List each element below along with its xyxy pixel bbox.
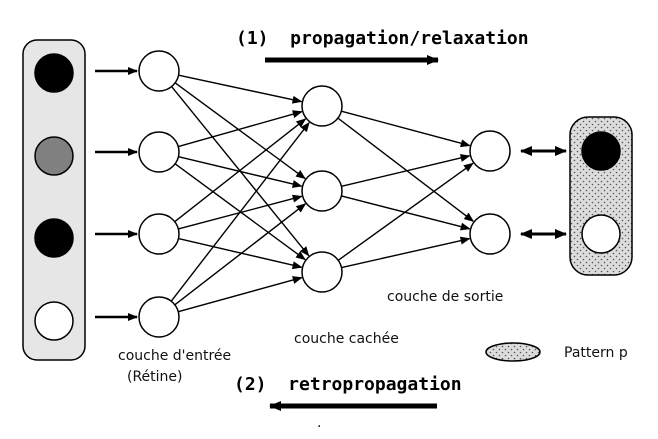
input-neuron-1: [138, 50, 180, 92]
input-hidden-connection-1-2: [174, 82, 306, 180]
hidden-output-connection-3-1: [337, 162, 474, 261]
input-hidden-connection-4-1: [170, 121, 310, 302]
output-neuron-1: [469, 130, 511, 172]
hidden-neuron-3: [301, 251, 343, 293]
input-hidden-connection-2-1: [178, 110, 303, 148]
input-hidden-connection-4-2: [174, 203, 307, 306]
network-connections: [170, 74, 475, 313]
hidden-neuron-1: [301, 85, 343, 127]
input-hidden-connection-3-1: [174, 118, 307, 223]
retina-cell-4: [34, 301, 74, 341]
input-neuron-2: [138, 131, 180, 173]
retina-cell-3: [34, 218, 74, 258]
hidden-layer-label: couche cachée: [294, 331, 399, 347]
forward-phase-label: (1) propagation/relaxation: [236, 28, 529, 49]
hidden-output-connection-1-1: [341, 110, 471, 148]
input-layer-label: couche d'entrée: [118, 348, 231, 364]
network-neurons: [138, 50, 511, 338]
pattern-legend-swatch: [485, 342, 541, 362]
hidden-output-connection-3-2: [341, 236, 471, 269]
input-layer-sublabel: (Rétine): [127, 369, 183, 385]
input-neuron-4: [138, 296, 180, 338]
input-hidden-connection-2-2: [178, 155, 303, 188]
retina-cells: [34, 53, 74, 341]
output-neuron-2: [469, 213, 511, 255]
pattern-cell-1: [581, 131, 621, 171]
retina-to-input-arrows: [95, 67, 138, 321]
hidden-output-connection-1-2: [337, 117, 475, 222]
retina-cell-1: [34, 53, 74, 93]
pattern-cells: [581, 131, 621, 254]
retina-cell-2: [34, 136, 74, 176]
retina-panel: [22, 39, 86, 361]
input-hidden-connection-1-1: [178, 74, 303, 104]
pattern-legend-label: Pattern p: [564, 345, 628, 361]
output-layer-label: couche de sortie: [387, 289, 503, 305]
backward-phase-label: (2) retropropagation: [234, 374, 462, 395]
input-hidden-connection-4-3: [178, 276, 303, 313]
pattern-cell-2: [581, 214, 621, 254]
input-neuron-3: [138, 213, 180, 255]
footer-mark: .: [317, 415, 321, 431]
hidden-neuron-2: [301, 170, 343, 212]
hidden-output-connection-2-1: [341, 154, 471, 188]
input-hidden-connection-3-3: [178, 237, 303, 270]
